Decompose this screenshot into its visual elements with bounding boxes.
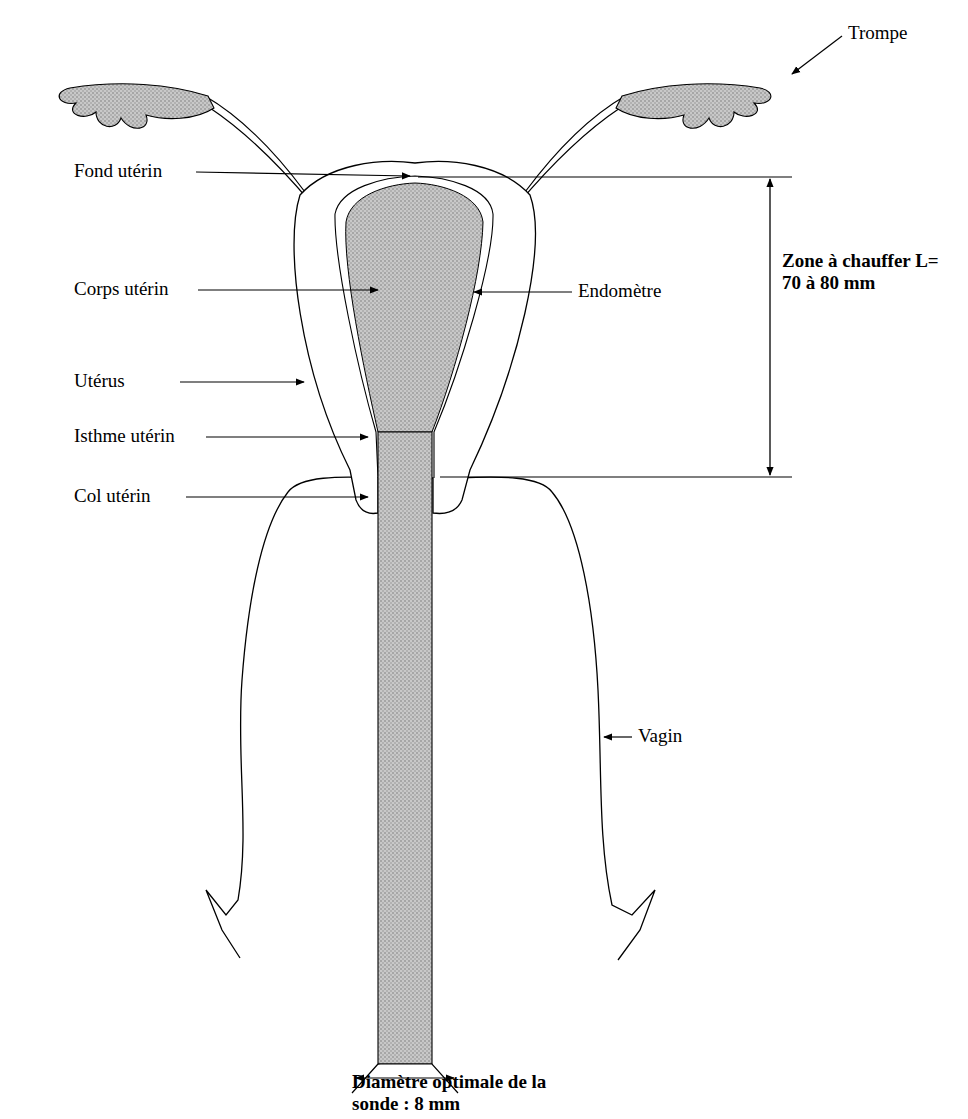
part-label: Endomètre xyxy=(578,280,661,302)
leader-arrow xyxy=(180,381,304,382)
dimension-label: Diamètre optimale de la sonde : 8 mm xyxy=(352,1071,582,1115)
part-label: Col utérin xyxy=(74,485,151,507)
dimension-label: Zone à chauffer L= 70 à 80 mm xyxy=(782,250,960,294)
leader-arrow xyxy=(206,436,368,437)
uterine-cavity xyxy=(346,183,483,432)
dimension-line xyxy=(418,176,792,177)
part-label: Vagin xyxy=(638,725,682,747)
probe xyxy=(378,432,432,1064)
part-label: Isthme utérin xyxy=(74,425,175,447)
leader-arrow xyxy=(198,289,378,290)
leader-arrow xyxy=(196,172,410,176)
vagina-outline xyxy=(460,477,655,960)
dimension-arrow xyxy=(769,179,770,475)
leader-arrow xyxy=(474,291,572,292)
part-label: Corps utérin xyxy=(74,278,168,300)
fallopian-tube xyxy=(59,84,312,204)
leader-arrow xyxy=(604,736,632,737)
part-label: Utérus xyxy=(74,370,125,392)
leader-arrow xyxy=(792,36,842,74)
leader-arrow xyxy=(186,496,368,497)
dimension-line xyxy=(440,476,792,477)
fallopian-tube xyxy=(518,84,771,204)
vagina-outline xyxy=(206,477,378,958)
part-label: Trompe xyxy=(848,22,907,44)
part-label: Fond utérin xyxy=(74,160,162,182)
